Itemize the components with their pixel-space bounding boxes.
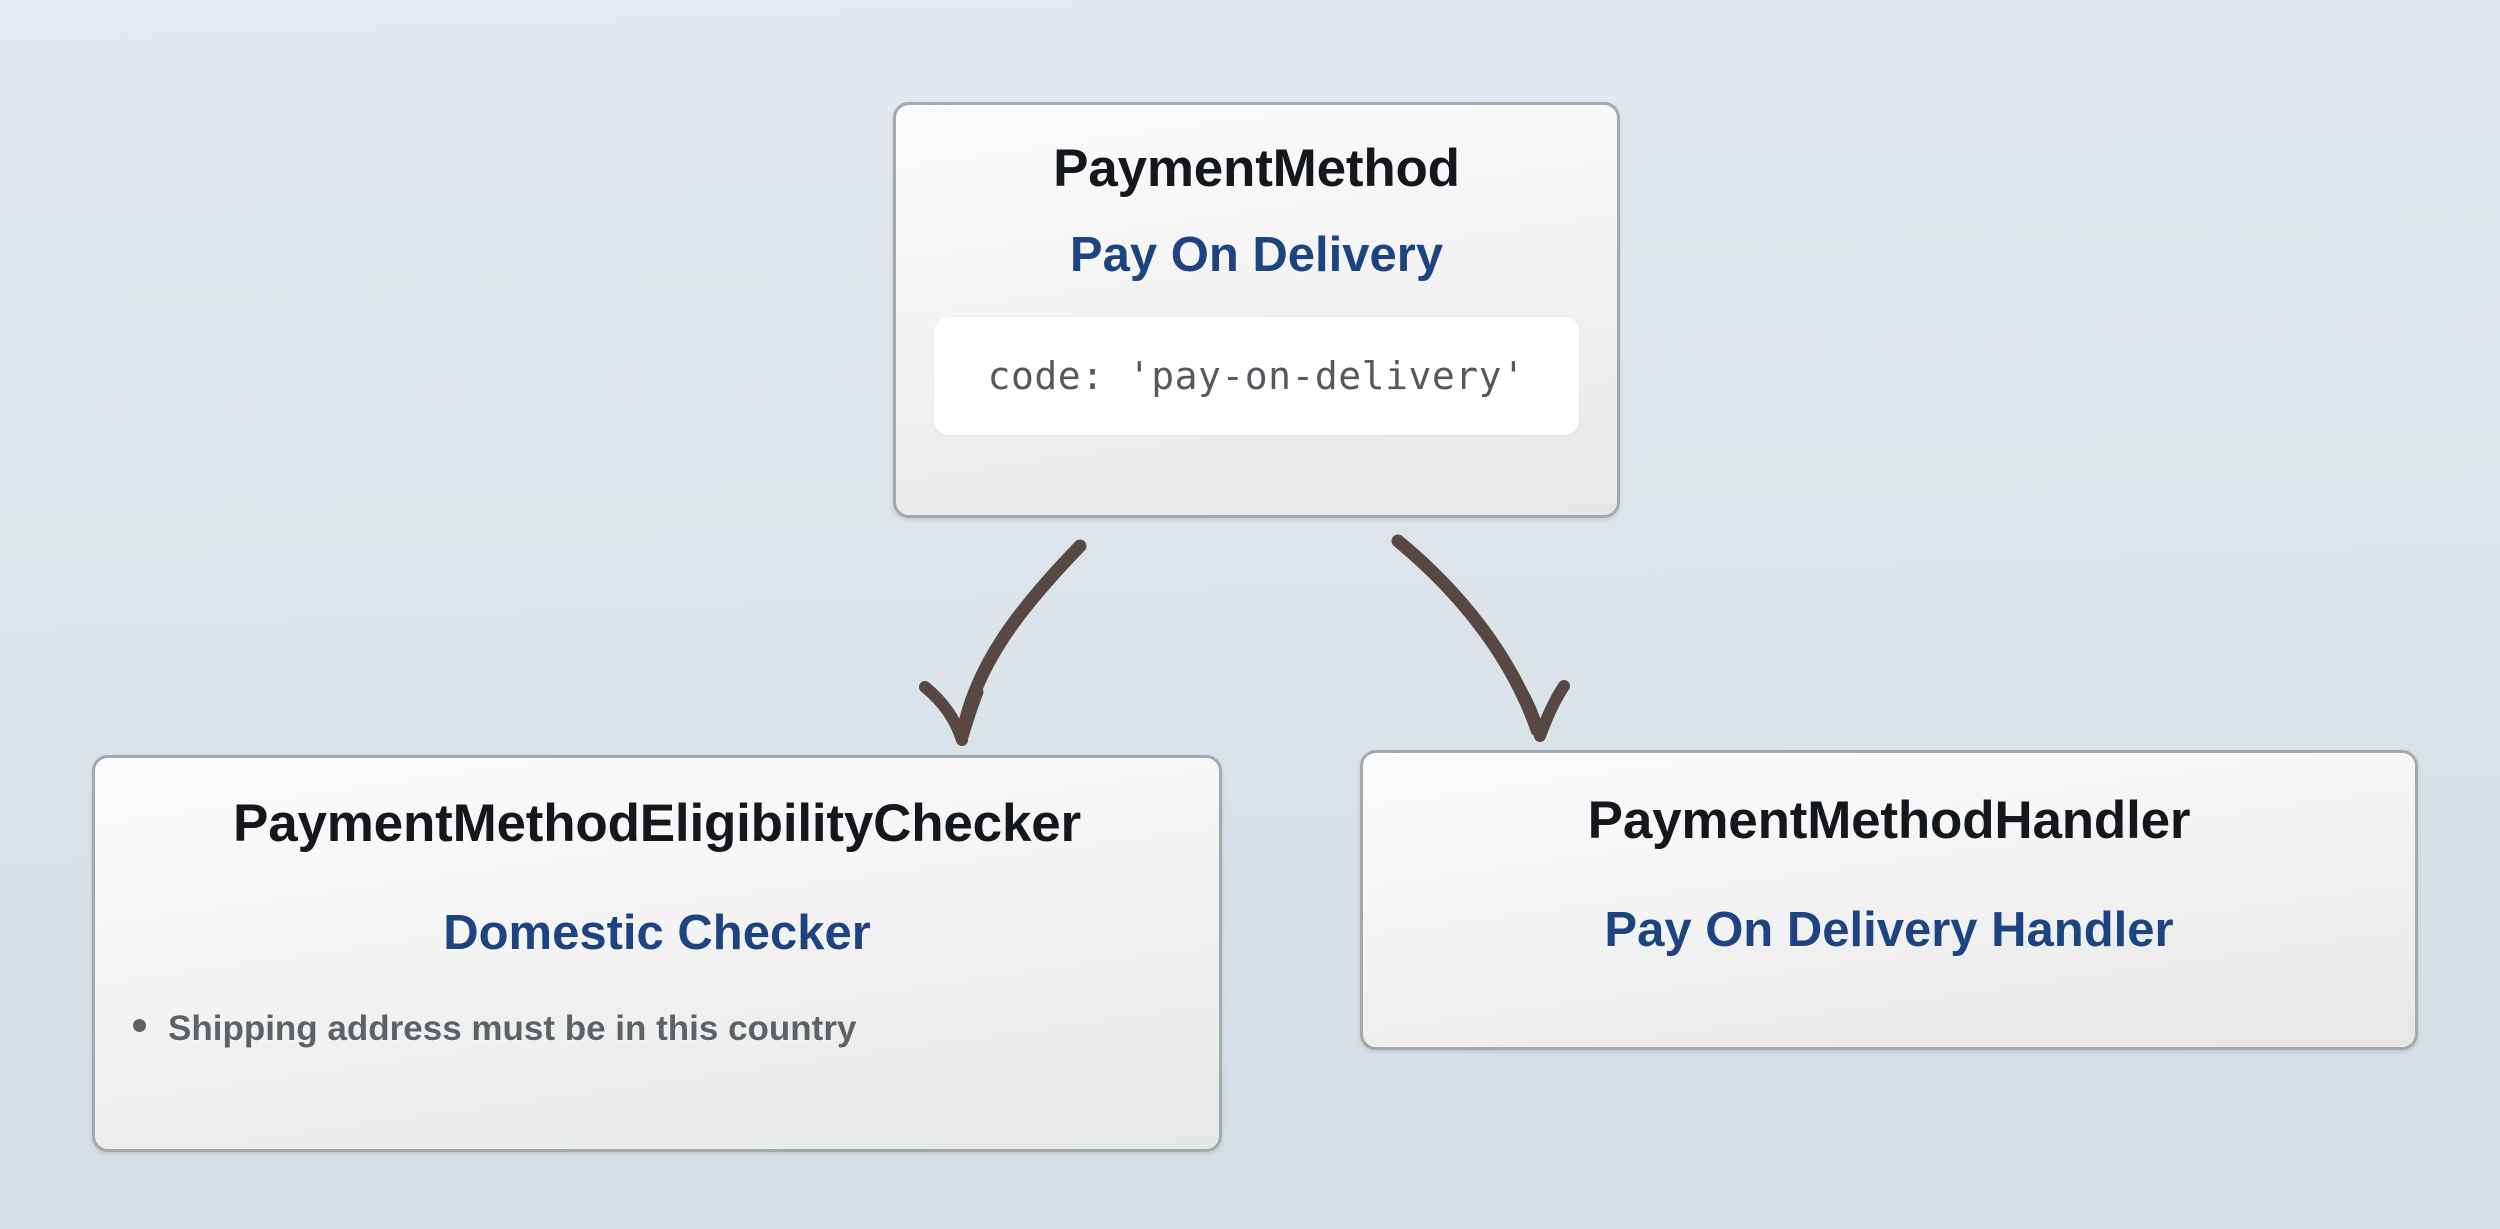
code-badge: code: 'pay-on-delivery' bbox=[934, 317, 1579, 436]
node-handler-title: Pay On Delivery Handler bbox=[1604, 902, 2174, 957]
arrow-to-handler bbox=[1391, 534, 1570, 742]
node-eligibility-checker-type: PaymentMethodEligibilityChecker bbox=[233, 794, 1081, 853]
node-payment-method-title: Pay On Delivery bbox=[1069, 227, 1444, 282]
node-eligibility-checker[interactable]: PaymentMethodEligibilityChecker Domestic… bbox=[92, 755, 1222, 1152]
node-payment-method[interactable]: PaymentMethod Pay On Delivery code: 'pay… bbox=[893, 102, 1620, 518]
constraint-text: Shipping address must be in this country bbox=[168, 1009, 857, 1049]
bullet-icon bbox=[133, 1019, 146, 1033]
node-handler-type: PaymentMethodHandler bbox=[1587, 791, 2191, 850]
arrow-to-eligibility-checker bbox=[919, 539, 1087, 746]
code-badge-text: code: 'pay-on-delivery' bbox=[987, 354, 1526, 399]
constraint-list: Shipping address must be in this country bbox=[119, 1009, 1195, 1049]
node-handler[interactable]: PaymentMethodHandler Pay On Delivery Han… bbox=[1360, 750, 2418, 1050]
constraint-item: Shipping address must be in this country bbox=[133, 1009, 1195, 1049]
node-eligibility-checker-title: Domestic Checker bbox=[443, 905, 871, 960]
node-payment-method-type: PaymentMethod bbox=[1053, 139, 1460, 198]
